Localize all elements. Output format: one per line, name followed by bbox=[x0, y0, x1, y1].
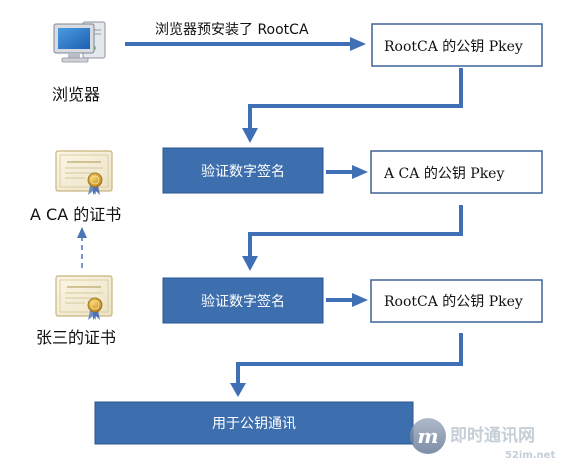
aca-key-box: A CA 的公钥 Pkey bbox=[370, 150, 543, 194]
browser-label: 浏览器 bbox=[52, 85, 100, 104]
watermark-url: 52im.net bbox=[505, 450, 555, 461]
svg-text:m: m bbox=[417, 424, 438, 448]
ca-cert-label: A CA 的证书 bbox=[30, 205, 121, 224]
arrow-to-root-key-2 bbox=[326, 293, 368, 307]
verify-text-1: 验证数字签名 bbox=[201, 163, 285, 180]
verify-text-2: 验证数字签名 bbox=[201, 293, 285, 310]
root-key-box-1: RootCA 的公钥 Pkey bbox=[371, 23, 543, 67]
elbow-arrow-1 bbox=[242, 68, 463, 143]
root-key-text-2: RootCA 的公钥 Pkey bbox=[384, 294, 523, 310]
root-key-box-2: RootCA 的公钥 Pkey bbox=[370, 279, 543, 323]
preinstall-arrow bbox=[125, 37, 366, 51]
elbow-arrow-2 bbox=[242, 205, 463, 271]
elbow-arrow-3 bbox=[230, 333, 463, 397]
watermark: m 即时通讯网 52im.net bbox=[410, 418, 555, 461]
watermark-title: 即时通讯网 bbox=[450, 426, 535, 446]
root-key-text-1: RootCA 的公钥 Pkey bbox=[384, 39, 523, 55]
aca-key-text: A CA 的公钥 Pkey bbox=[383, 166, 504, 182]
use-key-box: 用于公钥通讯 bbox=[94, 401, 414, 445]
m-logo-icon: m bbox=[410, 418, 446, 454]
issuer-dashed-arrow bbox=[77, 227, 87, 268]
preinstall-label: 浏览器预安装了 RootCA bbox=[155, 22, 309, 38]
certificate-icon bbox=[55, 150, 113, 196]
use-key-text: 用于公钥通讯 bbox=[212, 416, 296, 432]
arrow-to-aca-key bbox=[326, 165, 368, 179]
certificate-icon bbox=[55, 275, 113, 321]
verify-box-2: 验证数字签名 bbox=[162, 277, 324, 324]
zhangsan-cert-label: 张三的证书 bbox=[36, 328, 116, 347]
computer-icon bbox=[53, 21, 106, 63]
verify-box-1: 验证数字签名 bbox=[162, 147, 324, 194]
